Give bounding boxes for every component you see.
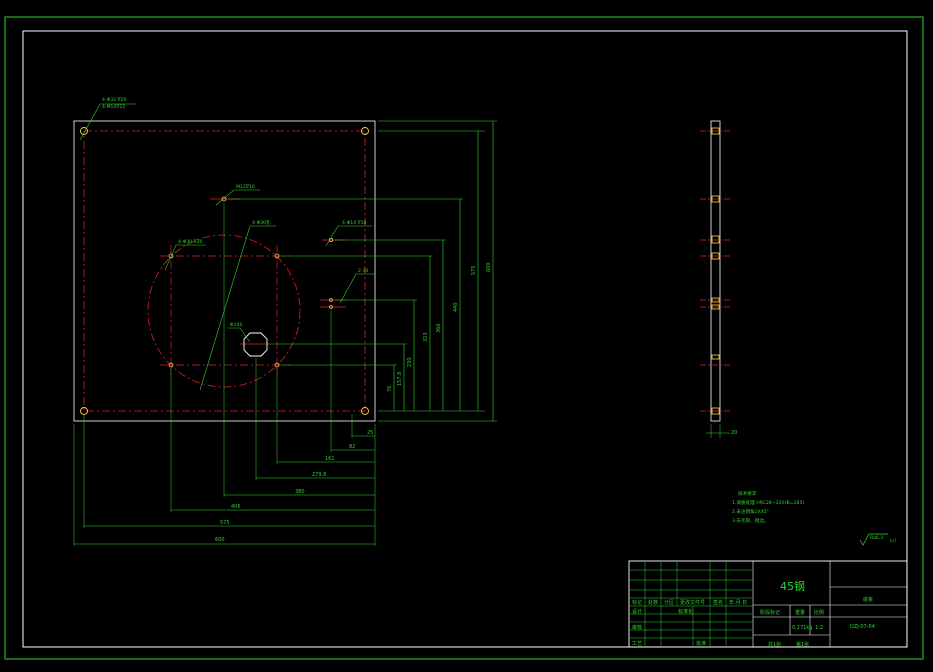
dim-horizontal: 161 xyxy=(325,456,335,462)
left-label: 工艺 xyxy=(632,641,642,647)
dim-horizontal: 575 xyxy=(220,520,230,526)
notes-heading: 技术要求 xyxy=(738,490,757,497)
leader-line xyxy=(325,225,372,247)
dim-horizontal: 406 xyxy=(231,504,241,510)
corner-hole xyxy=(80,127,88,135)
corner-hole xyxy=(361,127,369,135)
hole-note-pins: 2-10 xyxy=(358,268,369,274)
left-label: 批准 xyxy=(696,640,706,647)
dim-horizontal: 600 xyxy=(215,537,225,543)
title-block: 标记 处数 分区 更改文件号 签名 年.月.日 设计 标准化 审核 工艺 批准 … xyxy=(628,560,908,648)
dim-vertical: 157.8 xyxy=(397,372,403,386)
plate-outline xyxy=(73,120,376,422)
left-label: 审核 xyxy=(632,624,642,631)
row-label: 分区 xyxy=(664,599,674,606)
pin-hole xyxy=(329,298,333,302)
row-label: 年.月.日 xyxy=(729,599,747,606)
front-view: 4-Φ32 ∇20 4-M10∇15 M12∇10 4-Φ30孔 4-Φ30 ∇… xyxy=(73,97,497,546)
dim-horizontal: 380 xyxy=(295,489,305,495)
pattern-hole xyxy=(274,253,280,259)
pattern-hole xyxy=(168,362,174,368)
stage-label: 阶段标记 xyxy=(760,609,780,616)
left-label: 设计 xyxy=(632,608,642,615)
side-outline xyxy=(710,120,721,422)
notes-line: 3.去毛刺、锐边。 xyxy=(732,517,769,524)
dim-thickness: 20 xyxy=(731,430,737,436)
dim-vertical: 76 xyxy=(387,386,393,392)
inner-frame xyxy=(22,30,908,648)
center-octagon-hole xyxy=(243,332,268,357)
left-label: 标准化 xyxy=(678,608,693,615)
material: 45钢 xyxy=(780,580,805,593)
dim-horizontal: 25 xyxy=(367,430,373,436)
row-label: 处数 xyxy=(648,599,658,606)
stage-label: 比例 xyxy=(814,609,824,616)
dim-horizontal: 82 xyxy=(349,444,355,450)
corner-hole xyxy=(361,407,369,415)
row-label: 更改文件号 xyxy=(680,599,705,606)
dim-horizontal: 279.8 xyxy=(312,472,326,478)
part-name: 底板 xyxy=(863,596,873,603)
roughness-other: (√) xyxy=(890,538,897,544)
roughness-symbol: Ra6.3 (√) xyxy=(859,533,897,546)
dim-vertical: 360 xyxy=(436,323,442,333)
pattern-hole xyxy=(274,362,280,368)
sheet-total: 共1张 xyxy=(768,641,781,648)
hole-note-center: Φ140 xyxy=(230,322,242,328)
dim-vertical: 230 xyxy=(407,357,413,367)
notes-line: 1.调质处理 HRC28~32(HB=285) xyxy=(732,499,804,506)
leader-line xyxy=(215,189,260,206)
leader-line xyxy=(79,103,136,141)
pin-hole xyxy=(329,305,333,309)
hole-note-corner-bore: 4-Φ32 ∇20 xyxy=(102,97,126,103)
outer-frame xyxy=(4,16,924,660)
hole-note-m12: M12∇10 xyxy=(236,184,255,190)
row-label: 签名 xyxy=(713,599,723,606)
bolt-pattern-centerline xyxy=(83,130,366,412)
leader-line xyxy=(228,327,251,343)
technical-notes: 技术要求 1.调质处理 HRC28~32(HB=285) 2.未注倒角2X45°… xyxy=(732,490,804,524)
row-label: 标记 xyxy=(632,599,642,606)
roughness-check-icon xyxy=(859,533,888,546)
leader-line xyxy=(164,244,206,271)
drawing-number: DZJ-07-04 xyxy=(850,624,875,630)
dim-vertical: 575 xyxy=(471,265,477,275)
side-view: 20 xyxy=(700,120,737,438)
sheet-number: 第1张 xyxy=(796,641,809,648)
dim-vertical: 323 xyxy=(423,332,429,342)
scale-value: 1:2 xyxy=(815,625,823,631)
notes-line: 2.未注倒角2X45° xyxy=(732,508,769,515)
hole-note-pattern-bore: 4-Φ30 ∇20 xyxy=(178,239,202,245)
mass-value: 0.271kg xyxy=(792,625,812,631)
roughness-value: Ra6.3 xyxy=(870,535,883,541)
leader-line xyxy=(339,273,375,304)
hole-note-corner-thread: 4-M10∇15 xyxy=(102,104,125,110)
tapped-hole xyxy=(221,196,227,202)
dim-vertical: 600 xyxy=(486,262,492,272)
hole-note-small-thread: 4-Φ14 ∇10 xyxy=(342,220,366,226)
leader-line xyxy=(199,225,276,391)
dim-vertical: 440 xyxy=(453,302,459,312)
stage-label: 重量 xyxy=(795,609,805,616)
pattern-hole xyxy=(168,253,174,259)
hole-note-circle-holes: 4-Φ30孔 xyxy=(252,219,271,226)
